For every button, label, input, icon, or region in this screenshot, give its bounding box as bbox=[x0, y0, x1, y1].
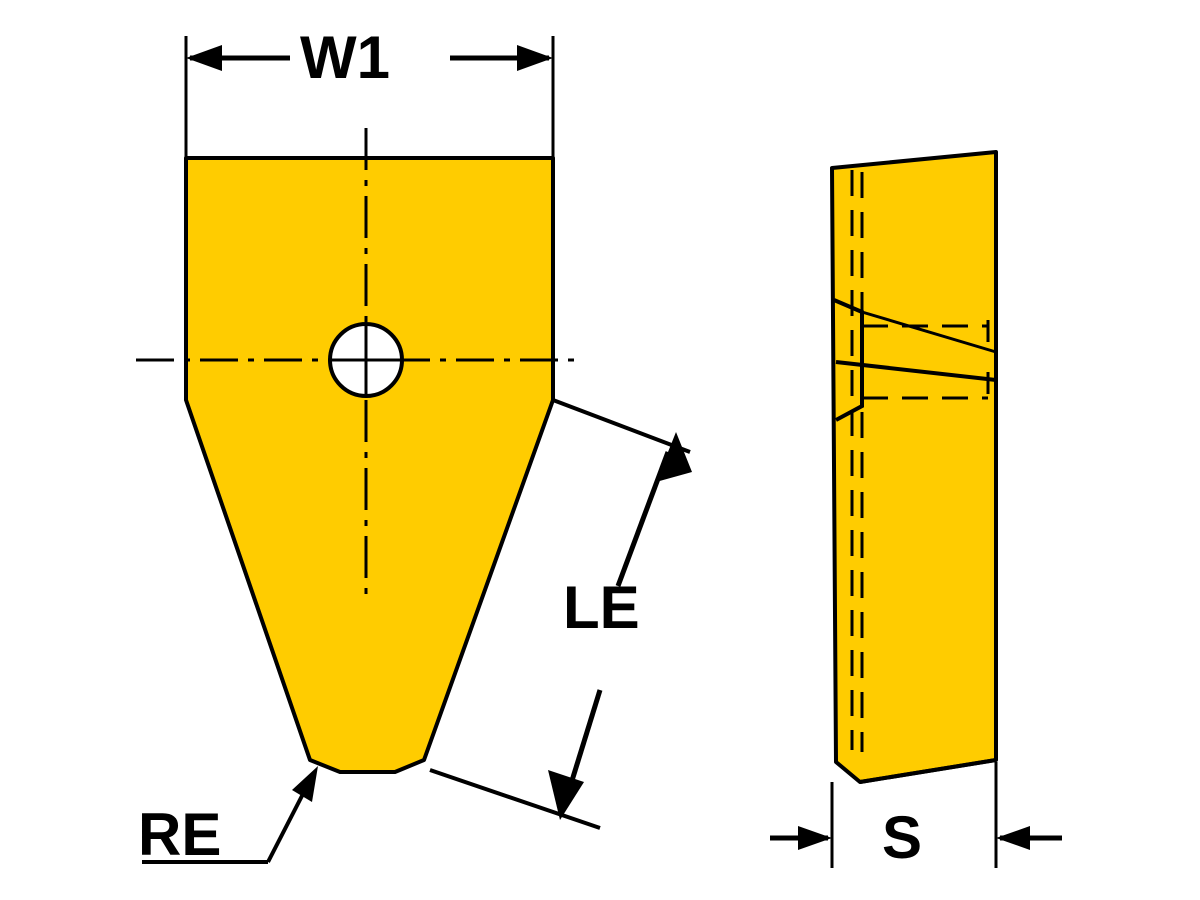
le-arrowhead-lower bbox=[548, 770, 584, 820]
side-bottom-edge bbox=[859, 758, 997, 784]
dimension-label-w1: W1 bbox=[300, 24, 390, 91]
side-view bbox=[770, 150, 1062, 868]
insert-front-body bbox=[184, 156, 555, 774]
dimension-label-le: LE bbox=[563, 574, 640, 641]
side-taper-line-upper bbox=[861, 310, 997, 354]
w1-arrowhead-left bbox=[186, 45, 222, 71]
re-arrowhead bbox=[292, 766, 318, 802]
dimension-label-re: RE bbox=[138, 801, 222, 868]
le-leader-top bbox=[552, 398, 691, 454]
re-leader-line bbox=[266, 789, 307, 863]
w1-arrowhead-right bbox=[517, 45, 553, 71]
s-arrowhead-right bbox=[996, 826, 1030, 850]
insert-side-body bbox=[830, 150, 998, 784]
side-edge-line-mid bbox=[835, 360, 997, 382]
le-arrowhead-upper bbox=[656, 432, 692, 482]
side-chipbreaker-contour bbox=[833, 298, 864, 422]
front-view bbox=[136, 36, 692, 864]
dimension-label-s: S bbox=[882, 804, 923, 871]
s-arrowhead-left bbox=[798, 826, 832, 850]
le-leader-bottom bbox=[429, 768, 601, 830]
